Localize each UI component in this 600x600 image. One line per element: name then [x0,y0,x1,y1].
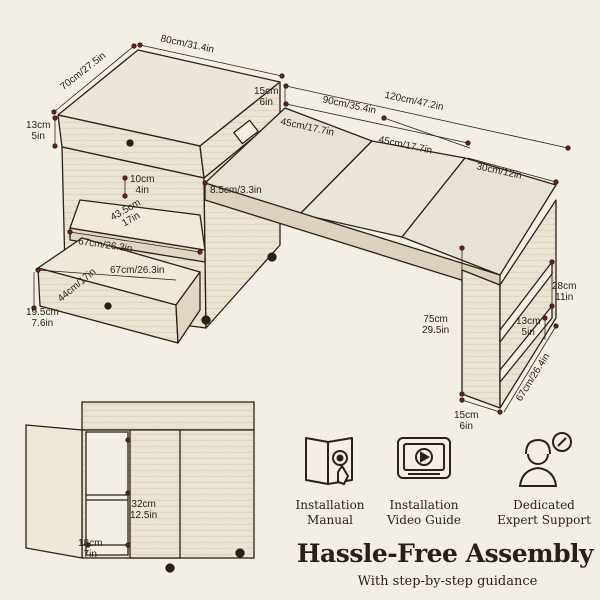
support-agent-icon [518,432,572,487]
dim-shelf-gap: 28cm 11in [552,281,577,303]
headline: Hassle-Free Assembly [296,539,594,568]
middle-drawer [69,199,206,251]
feature-label: Dedicated Expert Support [497,498,591,527]
dim-leg-width: 15cm 6in [454,410,479,432]
feature-label: Installation Manual [295,498,365,527]
desk-panel-right [401,157,557,276]
dim-drawer-front: 13cm 5in [26,120,51,142]
dim-cabinet-shelf: 32cm 12.5in [130,499,158,521]
tablet-video-icon [397,437,451,479]
feature-video-guide: Installation Video Guide [376,428,472,528]
dim-desk-height: 75cm 29.5in [422,314,450,336]
manual-book-icon [305,437,353,485]
dim-side-gap: 15cm 6in [254,86,279,108]
subhead: With step-by-step guidance [357,574,538,589]
dim-top-thickness: 8.5cm/3.3in [210,185,262,196]
open-cabinet-sketch [25,401,255,573]
dim-cabinet-bottom: 18cm 7in [78,538,103,560]
feature-label: Installation Video Guide [386,498,462,527]
feature-installation-manual: Installation Manual [282,428,378,528]
dim-shelf-depth: 13cm 5in [516,316,541,338]
feature-expert-support: Dedicated Expert Support [496,428,592,528]
dim-inner-top: 10cm 4in [130,174,155,196]
dim-lower-drawer-width: 67cm/26.3in [110,265,165,276]
dim-lower-drawer-height: 19.5cm 7.6in [26,307,59,329]
leg-shelf-front [461,269,501,409]
